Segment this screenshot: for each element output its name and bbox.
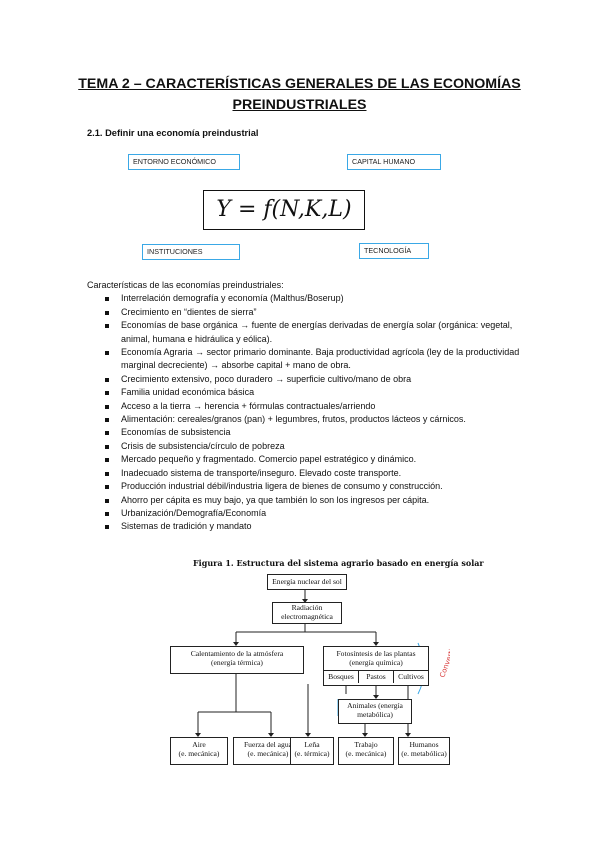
node-fotosintesis: Fotosíntesis de las plantas (energía quí… — [323, 646, 429, 686]
list-item: Interrelación demografía y economía (Mal… — [87, 292, 527, 305]
plant-types-row: Bosques Pastos Cultivos — [324, 670, 428, 683]
node-sol: Energía nuclear del sol — [267, 574, 347, 590]
section-heading: 2.1. Definir una economía preindustrial — [87, 128, 259, 138]
list-item: Economía Agraria → sector primario domin… — [87, 346, 527, 373]
box-capital-humano: CAPITAL HUMANO — [347, 154, 441, 170]
node-radiacion: Radiación electromagnética — [272, 602, 342, 624]
box-entorno-economico: ENTORNO ECONÓMICO — [128, 154, 240, 170]
node-trabajo: Trabajo (e. mecánica) — [338, 737, 394, 765]
features-list: Interrelación demografía y economía (Mal… — [87, 292, 527, 533]
list-item: Alimentación: cereales/granos (pan) + le… — [87, 413, 527, 426]
list-item: Sistemas de tradición y mandato — [87, 520, 527, 533]
node-pastos: Pastos — [359, 671, 394, 683]
node-lena: Leña (e. térmica) — [290, 737, 334, 765]
list-item: Urbanización/Demografía/Economía — [87, 507, 527, 520]
title-line-2: PREINDUSTRIALES — [232, 97, 367, 113]
list-item: Crecimiento en “dientes de sierra” — [87, 306, 527, 319]
list-item: Economías de base orgánica → fuente de e… — [87, 319, 527, 346]
node-bosques: Bosques — [324, 671, 359, 683]
annotation-convertir: Convertir — [438, 645, 450, 678]
node-humanos: Humanos (e. metabólica) — [398, 737, 450, 765]
list-item: Crisis de subsistencia/círculo de pobrez… — [87, 440, 527, 453]
title-line-1: TEMA 2 – CARACTERÍSTICAS GENERALES DE LA… — [78, 76, 521, 92]
list-item: Acceso a la tierra → herencia + fórmulas… — [87, 400, 527, 413]
list-item: Mercado pequeño y fragmentado. Comercio … — [87, 453, 527, 466]
energy-flow-figure: Convertir Energía nuclear del sol Radiac… — [160, 570, 450, 770]
node-aire: Aire (e. mecánica) — [170, 737, 228, 765]
list-item: Inadecuado sistema de transporte/insegur… — [87, 467, 527, 480]
box-tecnologia: TECNOLOGÍA — [359, 243, 429, 259]
list-item: Ahorro per cápita es muy bajo, ya que ta… — [87, 494, 527, 507]
list-item: Producción industrial débil/industria li… — [87, 480, 527, 493]
features-section: Características de las economías preindu… — [87, 279, 527, 534]
node-calentamiento: Calentamiento de la atmósfera (energía t… — [170, 646, 304, 674]
list-item: Crecimiento extensivo, poco duradero → s… — [87, 373, 527, 386]
page-title: TEMA 2 – CARACTERÍSTICAS GENERALES DE LA… — [40, 74, 559, 116]
list-item: Familia unidad económica básica — [87, 386, 527, 399]
node-cultivos: Cultivos — [398, 672, 424, 681]
features-intro: Características de las economías preindu… — [87, 280, 284, 290]
node-animales: Animales (energía metabólica) — [338, 699, 412, 724]
figure-caption: Figura 1. Estructura del sistema agrario… — [193, 558, 484, 568]
list-item: Economías de subsistencia — [87, 426, 527, 439]
production-formula: Y = f(N,K,L) — [203, 190, 365, 230]
box-instituciones: INSTITUCIONES — [142, 244, 240, 260]
